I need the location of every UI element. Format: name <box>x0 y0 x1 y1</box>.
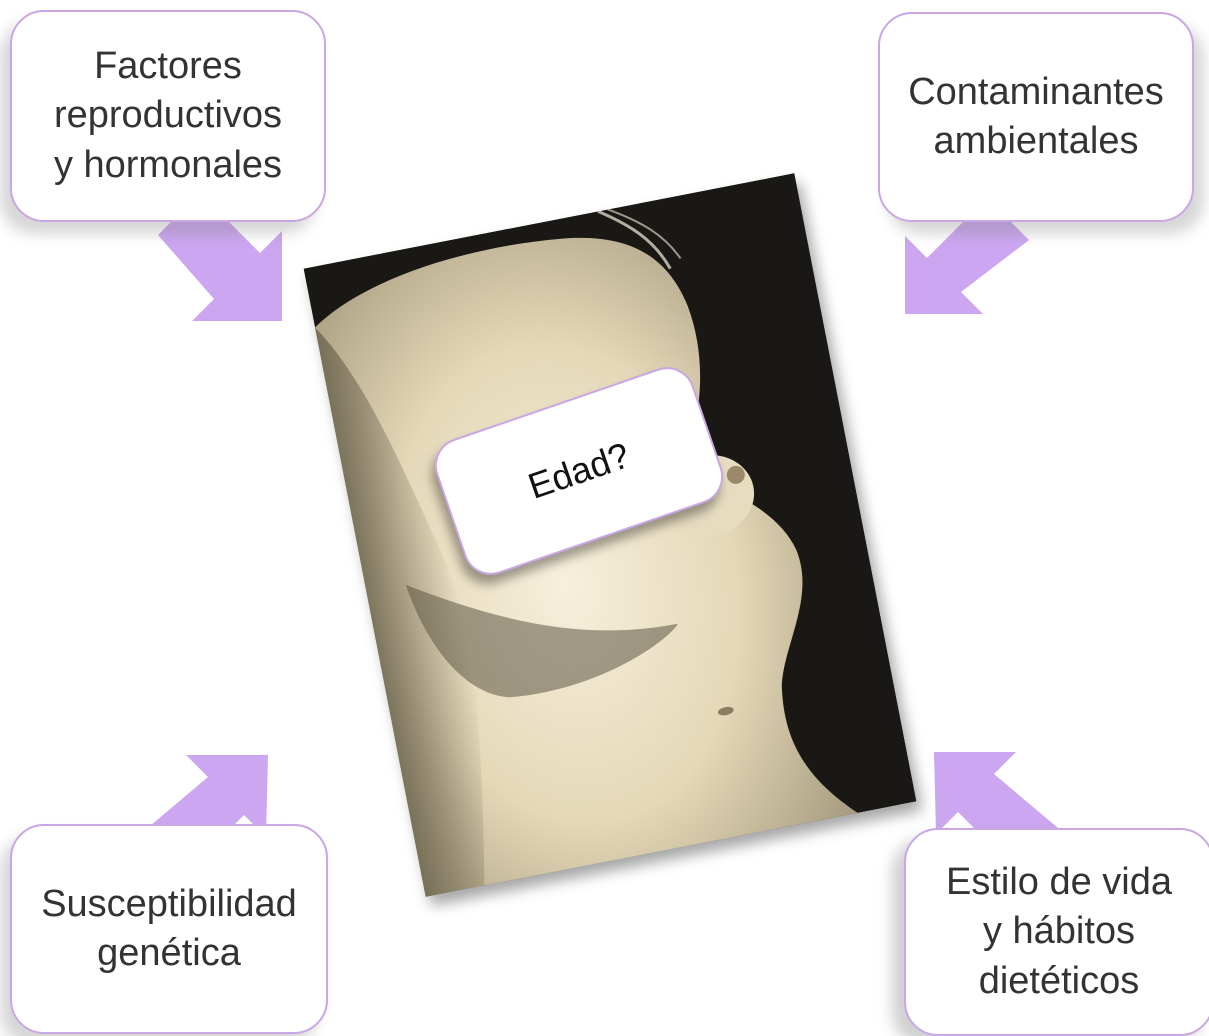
factor-box-environmental-contaminants: Contaminantes ambientales <box>878 12 1194 222</box>
center-label: Edad? <box>523 434 635 508</box>
factor-label-lifestyle-diet: Estilo de vida y hábitos dietéticos <box>946 858 1172 1006</box>
factor-box-reproductive-hormonal: Factores reproductivos y hormonales <box>10 10 326 222</box>
factor-label-reproductive-hormonal: Factores reproductivos y hormonales <box>54 42 282 190</box>
factor-box-lifestyle-diet: Estilo de vida y hábitos dietéticos <box>904 828 1209 1036</box>
factor-box-genetic-susceptibility: Susceptibilidad genética <box>10 824 328 1034</box>
factor-label-genetic-susceptibility: Susceptibilidad genética <box>41 880 297 979</box>
factor-label-environmental-contaminants: Contaminantes ambientales <box>908 68 1164 167</box>
